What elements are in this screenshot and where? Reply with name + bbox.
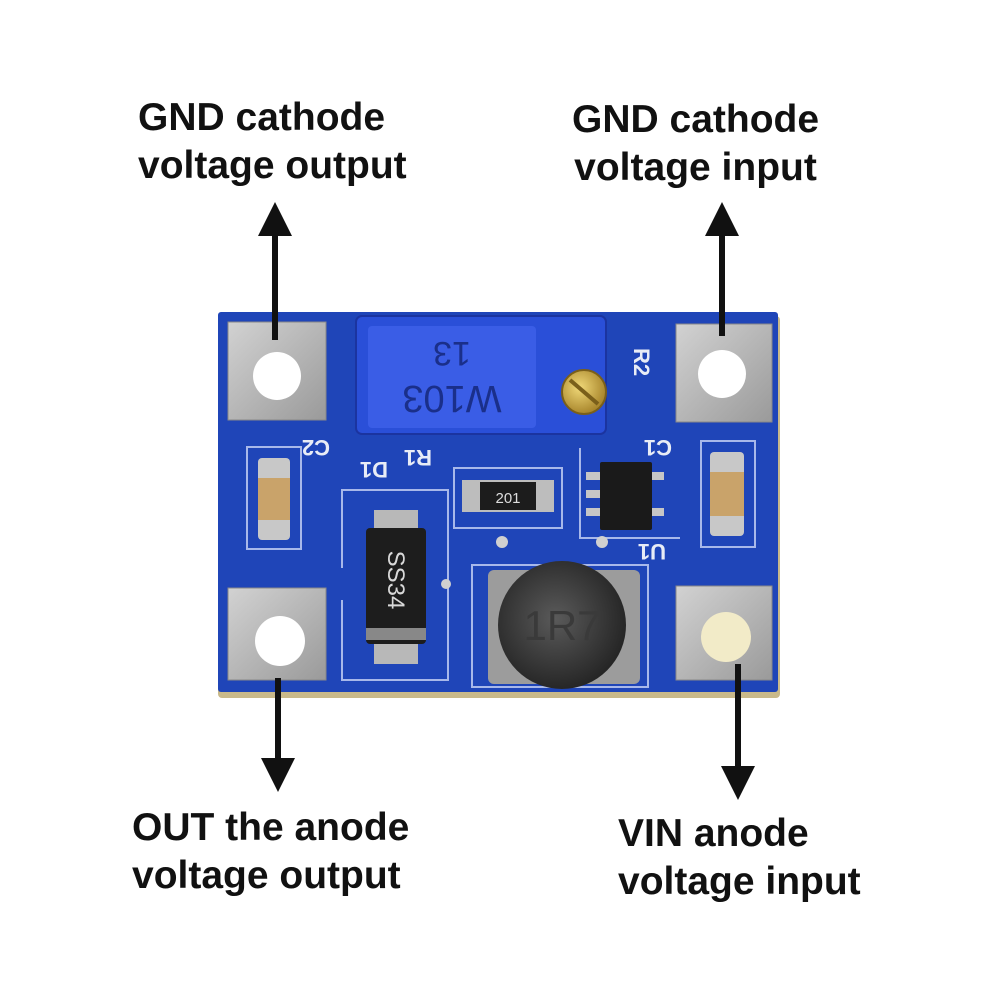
diode-ss34: SS34	[366, 510, 426, 664]
arrow-up-left	[258, 202, 292, 340]
label-line: VIN anode	[618, 812, 809, 855]
label-line: voltage input	[574, 146, 817, 189]
silk-u1: U1	[638, 539, 666, 564]
potentiometer: 13 W103	[355, 315, 607, 435]
arrow-up-right	[705, 202, 739, 336]
silk-r2: R2	[629, 348, 654, 376]
capacitor-c1	[710, 452, 744, 536]
via	[596, 536, 608, 548]
pad-top-left	[227, 321, 327, 421]
silk-c2: C2	[302, 435, 330, 460]
silk-r1: R1	[404, 445, 432, 470]
label-line: GND cathode	[572, 98, 820, 141]
label-line: GND cathode	[138, 96, 386, 139]
arrow-down-right	[721, 664, 755, 800]
diode-code-text: SS34	[382, 551, 409, 610]
label-line: voltage output	[138, 144, 407, 187]
label-vin-voltage-input: VIN anode voltage input	[618, 810, 861, 906]
pad-bottom-left	[227, 587, 327, 681]
pot-code-text: W103	[402, 377, 501, 419]
label-line: voltage input	[618, 860, 861, 903]
via	[496, 536, 508, 548]
label-line: OUT the anode	[132, 806, 410, 849]
silk-d1: D1	[360, 457, 388, 482]
inductor: 1R7	[488, 561, 640, 689]
inductor-code-text: 1R7	[523, 602, 600, 649]
ic-u1	[586, 462, 664, 530]
label-out-voltage-output: OUT the anode voltage output	[132, 804, 409, 900]
via	[441, 579, 451, 589]
silk-c1: C1	[644, 435, 672, 460]
arrow-down-left	[261, 678, 295, 792]
pad-top-right	[675, 323, 773, 423]
resistor-r1: 201	[462, 480, 554, 512]
label-line: voltage output	[132, 854, 401, 897]
pad-bottom-right	[675, 585, 773, 681]
pot-top-text: 13	[433, 334, 471, 372]
label-gnd-voltage-output: GND cathode voltage output	[138, 94, 407, 190]
arrows	[258, 202, 755, 800]
capacitor-c2	[258, 458, 290, 540]
label-gnd-voltage-input: GND cathode voltage input	[572, 96, 819, 192]
resistor-code-text: 201	[495, 490, 520, 507]
